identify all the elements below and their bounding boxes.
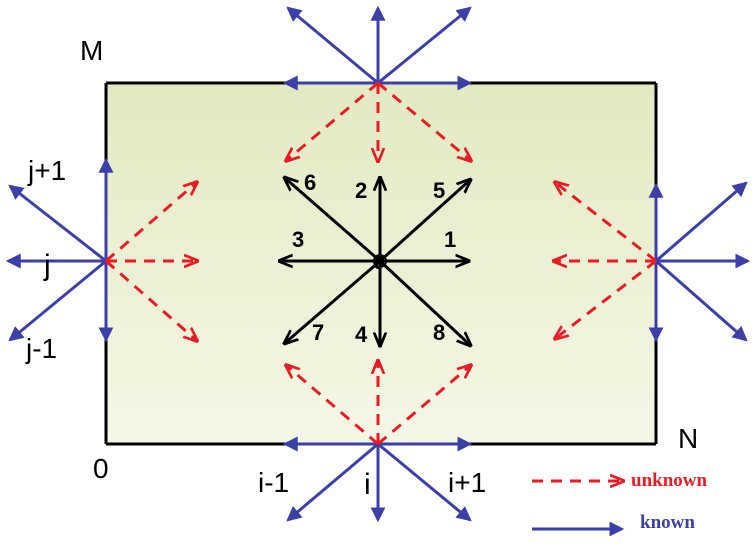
left-node-unknown-arrow-2 xyxy=(105,183,196,263)
lattice-direction-arrow-8 xyxy=(378,259,470,345)
right-node-unknown-arrow-3 xyxy=(556,259,657,338)
row-label-j: j xyxy=(43,249,51,282)
direction-label-3: 3 xyxy=(292,227,304,252)
lattice-direction-arrow-6 xyxy=(285,178,381,263)
bottom-node-known-arrow-5 xyxy=(377,442,472,522)
bottom-node-unknown-arrow-2 xyxy=(287,366,379,446)
direction-label-7: 7 xyxy=(312,320,324,345)
center-node-marker xyxy=(373,254,387,268)
lattice-direction-arrow-7 xyxy=(285,259,381,343)
direction-label-6: 6 xyxy=(304,170,316,195)
legend-known-label: known xyxy=(640,512,695,533)
row-label-j-plus-1: j+1 xyxy=(27,155,66,186)
left-node-known-arrow-5 xyxy=(8,259,107,342)
corner-label-n: N xyxy=(678,423,698,454)
bottom-node-known-arrow-4 xyxy=(286,442,379,522)
arrow-layer xyxy=(5,5,751,523)
lattice-direction-arrow-5 xyxy=(378,180,470,263)
row-label-j-minus-1: j-1 xyxy=(25,333,57,364)
corner-label-origin: 0 xyxy=(93,453,109,484)
left-node-known-arrow-4 xyxy=(8,184,107,263)
domain-border xyxy=(104,81,658,446)
top-node-unknown-arrow-3 xyxy=(377,81,470,160)
bottom-node-unknown-arrow-3 xyxy=(377,366,470,446)
top-node-unknown-arrow-2 xyxy=(287,81,379,160)
direction-label-2: 2 xyxy=(355,178,367,203)
legend-unknown-label: unknown xyxy=(631,470,707,491)
legend: unknown known xyxy=(532,470,707,537)
direction-label-5: 5 xyxy=(433,178,445,203)
top-node-known-arrow-4 xyxy=(286,6,379,85)
right-node-known-arrow-5 xyxy=(655,259,748,342)
corner-label-m: M xyxy=(80,35,103,66)
right-node-known-arrow-4 xyxy=(655,181,748,263)
column-label-i: i xyxy=(364,468,371,501)
direction-label-4: 4 xyxy=(355,322,368,347)
left-node-unknown-arrow-3 xyxy=(105,259,196,340)
right-node-unknown-arrow-2 xyxy=(556,183,657,263)
column-label-i-plus-1: i+1 xyxy=(448,467,486,498)
center-node-label: 0 xyxy=(373,252,384,274)
column-label-i-minus-1: i-1 xyxy=(258,467,289,498)
direction-label-1: 1 xyxy=(444,227,456,252)
direction-label-8: 8 xyxy=(433,320,445,345)
top-node-known-arrow-5 xyxy=(377,6,472,85)
